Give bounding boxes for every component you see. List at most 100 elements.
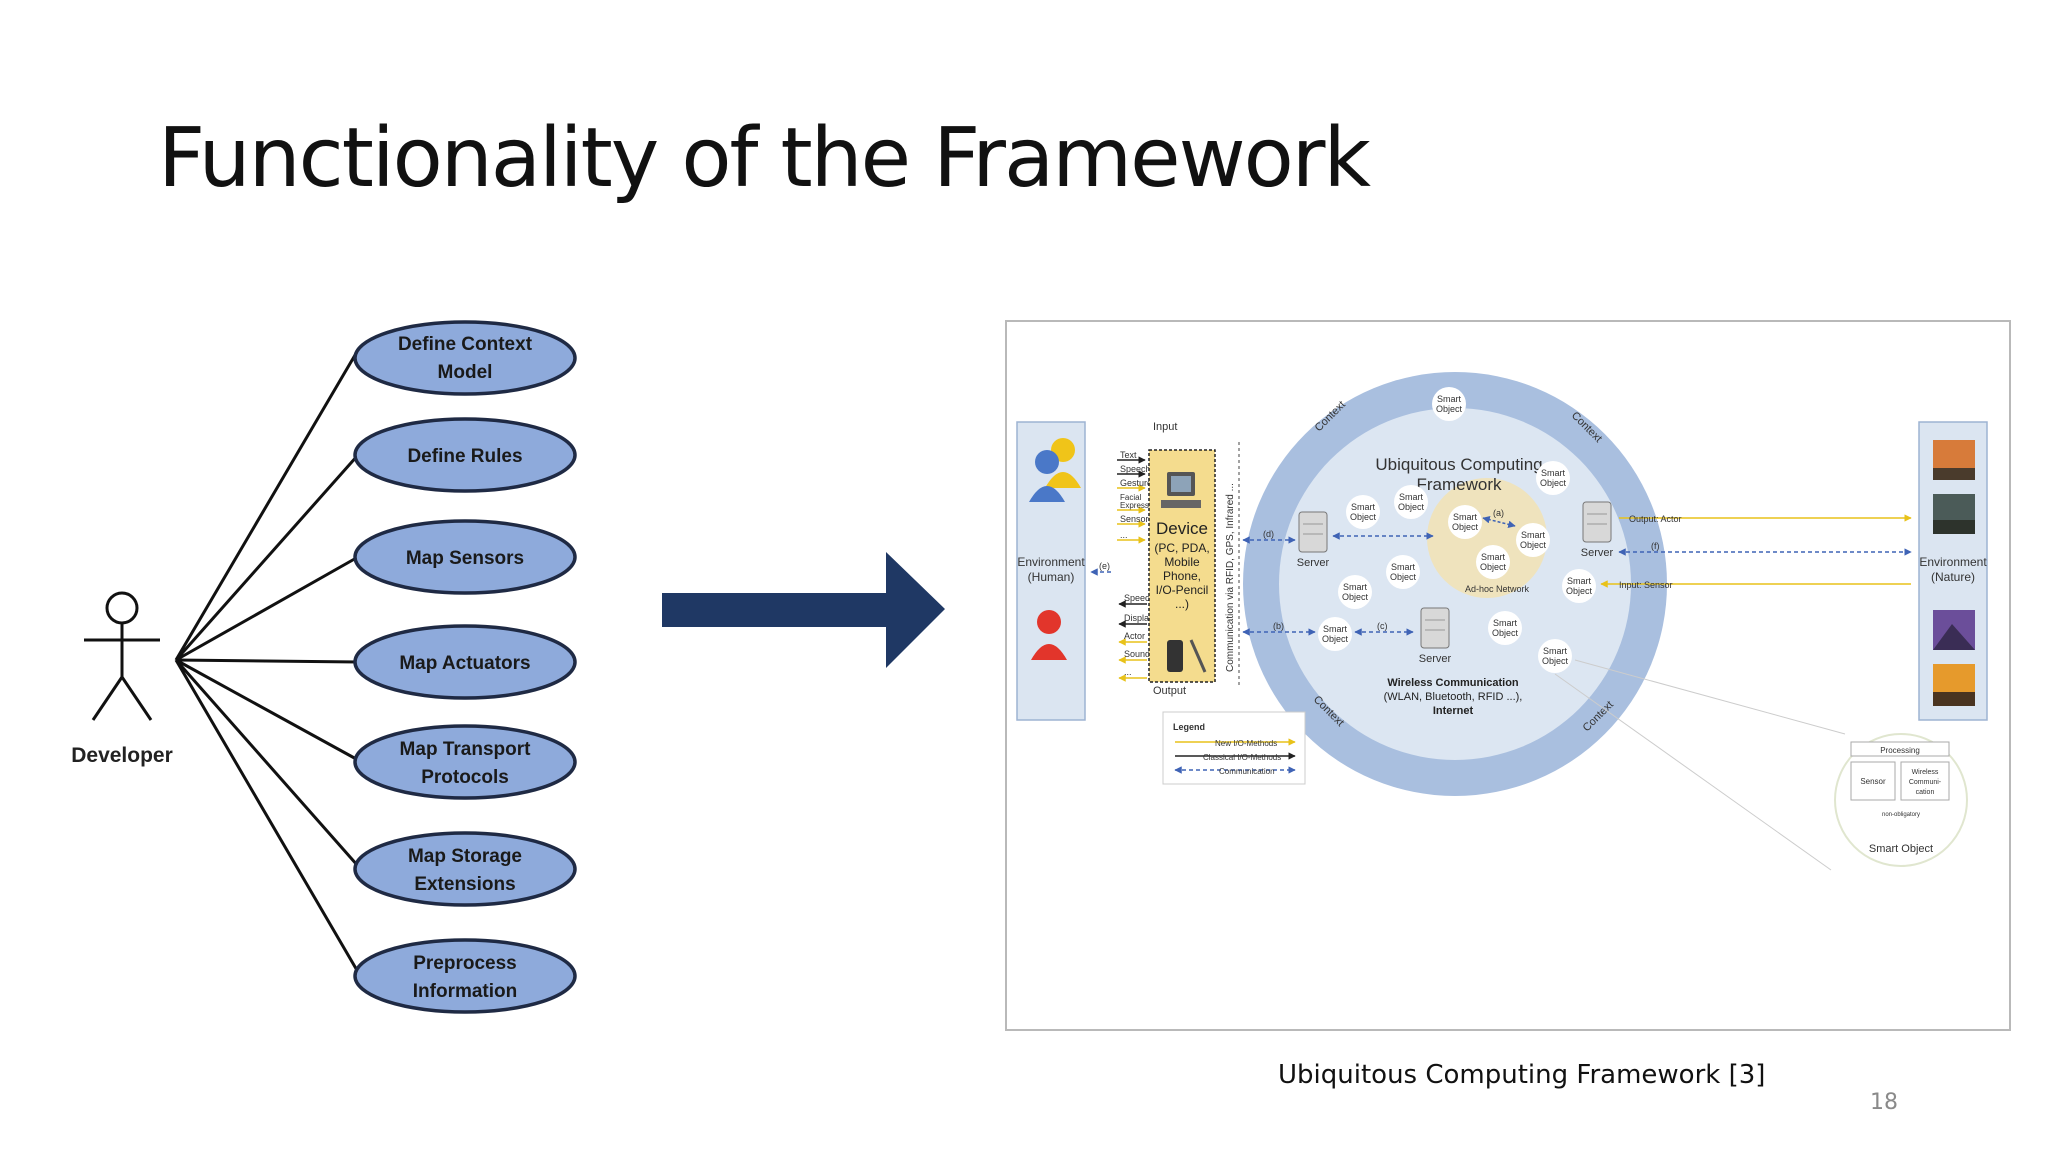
use-case-label: Define Rules [407, 446, 522, 467]
actor-right-leg [120, 676, 153, 721]
smart-object-node [1516, 523, 1550, 557]
output-type-label: Speech [1124, 593, 1155, 603]
svg-text:Object: Object [1492, 628, 1519, 638]
link-b-label: (b) [1273, 621, 1284, 631]
svg-text:Smart: Smart [1437, 394, 1462, 404]
server-icon [1298, 511, 1328, 553]
svg-text:Smart: Smart [1323, 624, 1348, 634]
use-case-label: Map Actuators [399, 653, 530, 674]
use-case-label: Define Context [398, 334, 533, 355]
link-a [1482, 515, 1516, 529]
input-type-label: Expression [1120, 501, 1160, 510]
use-case-label: Extensions [414, 874, 515, 895]
svg-text:Object: Object [1540, 478, 1567, 488]
input-type-label: Sensor [1120, 514, 1149, 524]
env-human-label: (Human) [1028, 570, 1075, 584]
use-case-labels: Define Context Model Define Rules Map Se… [398, 334, 533, 1002]
server-label: Server [1297, 557, 1330, 569]
smart-object-node [1394, 485, 1428, 519]
association-line [174, 659, 360, 973]
svg-text:Processing: Processing [1880, 746, 1920, 755]
svg-text:Smart: Smart [1493, 618, 1518, 628]
device-detail: I/O-Pencil [1156, 583, 1209, 597]
legend-item: New I/O-Methods [1215, 739, 1277, 748]
right-arrow-icon [662, 552, 945, 668]
wireless-detail: (WLAN, Bluetooth, RFID ...), [1384, 691, 1523, 703]
pencil-icon [1189, 639, 1207, 673]
svg-text:Communi-: Communi- [1909, 779, 1942, 786]
use-case-label: Map Transport [400, 739, 532, 760]
svg-text:Object: Object [1436, 404, 1463, 414]
association-line [174, 659, 360, 867]
server-label: Server [1419, 653, 1452, 665]
smart-object-node [1488, 611, 1522, 645]
svg-text:Object: Object [1342, 592, 1369, 602]
env-nature-label: (Nature) [1931, 570, 1975, 584]
wireless-title: Wireless Communication [1387, 677, 1519, 689]
smart-object-node [1448, 505, 1482, 539]
use-case-map-actuators [353, 624, 577, 700]
output-type-label: ... [1124, 667, 1132, 677]
svg-text:Wireless: Wireless [1912, 769, 1939, 776]
actor-head [105, 591, 139, 625]
association-line [174, 349, 360, 661]
smart-object-node [1386, 555, 1420, 589]
svg-text:Smart: Smart [1351, 502, 1376, 512]
phone-icon [1167, 640, 1183, 672]
association-line [175, 658, 359, 664]
svg-text:Smart: Smart [1541, 468, 1566, 478]
output-arrows: Speech Display Actor Sound ... [1118, 593, 1155, 682]
output-type-label: Display [1124, 613, 1154, 623]
input-label: Input [1153, 421, 1177, 433]
actor-label: Developer [71, 744, 173, 767]
env-human-label: Environment [1017, 555, 1085, 569]
input-type-label: Text [1120, 450, 1137, 460]
server-label: Server [1581, 547, 1614, 559]
framework-figure: Environment (Human) Environment (Nature)… [1005, 320, 2011, 1031]
actor-left-leg [91, 676, 124, 721]
input-type-label: Facial [1120, 493, 1142, 502]
association-line [174, 454, 360, 661]
zoom-line [1574, 659, 1846, 735]
sensor-box [1850, 761, 1896, 801]
device-detail: ...) [1175, 597, 1189, 611]
input-sensor-label: Input: Sensor [1619, 580, 1673, 590]
server-icon [1582, 501, 1612, 543]
use-case-diagram: Developer Define Context Model Define Ru… [71, 320, 945, 1014]
svg-text:Smart: Smart [1391, 562, 1416, 572]
smart-object-node [1476, 545, 1510, 579]
link-c-label: (c) [1377, 621, 1388, 631]
slide-title: Functionality of the Framework [158, 111, 1371, 206]
legend-title: Legend [1173, 722, 1205, 732]
association-line [175, 555, 359, 662]
link-e-label: (e) [1099, 561, 1110, 571]
link-d-label: (d) [1263, 529, 1274, 539]
svg-text:Smart: Smart [1343, 582, 1368, 592]
use-case-map-transport-protocols [353, 724, 577, 800]
svg-text:Object: Object [1398, 502, 1425, 512]
user-icon [1029, 438, 1081, 502]
svg-text:Object: Object [1542, 656, 1569, 666]
smart-object-node [1338, 575, 1372, 609]
svg-text:Object: Object [1566, 586, 1593, 596]
computer-icon [1161, 472, 1201, 508]
figure-caption: Ubiquitous Computing Framework [3] [1278, 1060, 1766, 1090]
server-icon [1420, 607, 1450, 649]
svg-text:Sensor: Sensor [1860, 777, 1886, 786]
svg-text:Object: Object [1390, 572, 1417, 582]
use-case-label: Protocols [421, 767, 509, 788]
svg-text:Smart: Smart [1521, 530, 1546, 540]
device-detail: (PC, PDA, [1154, 541, 1209, 555]
input-type-label: Gesture [1120, 478, 1152, 488]
link-a-label: (a) [1493, 508, 1504, 518]
svg-text:Smart: Smart [1453, 512, 1478, 522]
use-case-define-context-model [353, 320, 577, 396]
svg-text:Object: Object [1350, 512, 1377, 522]
use-case-label: Map Storage [408, 846, 522, 867]
developer-actor [84, 591, 160, 721]
legend-item: Classical I/O-Methods [1203, 753, 1281, 762]
framework-title: Ubiquitous Computing [1375, 455, 1542, 474]
legend-item: Communication [1219, 767, 1275, 776]
smart-object-node [1432, 387, 1466, 421]
smart-object-node [1562, 569, 1596, 603]
